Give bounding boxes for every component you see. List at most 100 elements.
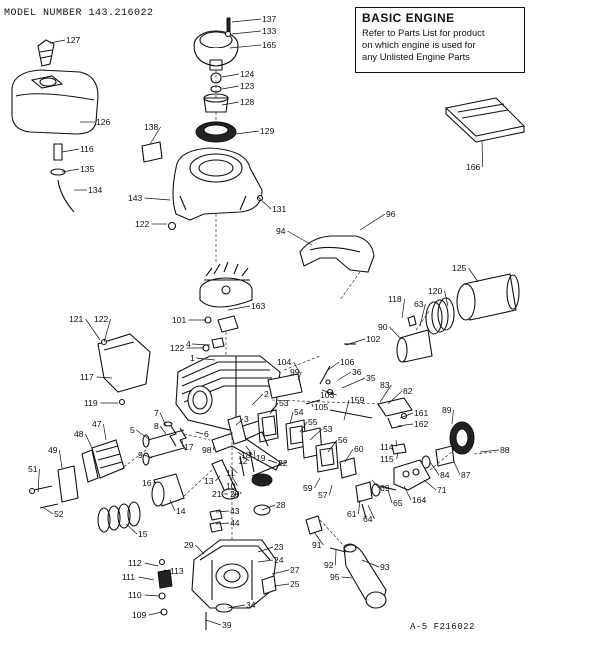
callout-number: 51 — [28, 464, 38, 474]
control-bracket-parts — [377, 397, 413, 429]
callout-165: 165 — [229, 40, 277, 50]
callout-number: 35 — [366, 373, 376, 383]
callout-number: 11 — [226, 468, 235, 478]
callout-number: 47 — [92, 419, 102, 429]
callout-1: 1 — [190, 353, 216, 363]
callout-69: 69 — [371, 479, 390, 493]
callout-17: 17 — [181, 439, 194, 452]
callout-leader — [419, 303, 426, 327]
callout-leader — [231, 18, 262, 23]
callout-number: 162 — [414, 419, 429, 429]
callout-leader — [235, 130, 260, 135]
callout-159: 159 — [343, 395, 365, 421]
callout-leader — [237, 451, 250, 462]
callout-leader — [37, 468, 40, 493]
callout-number: 4 — [186, 339, 191, 349]
fuel-line-parts — [50, 143, 75, 213]
callout-number: 116 — [80, 144, 94, 154]
callout-88: 88 — [479, 445, 510, 455]
callout-number: 94 — [276, 226, 286, 236]
tappet-parts — [209, 504, 271, 533]
note-heading: BASIC ENGINE — [362, 11, 455, 25]
callout-161: 161 — [399, 408, 429, 419]
callout-leader — [85, 433, 93, 449]
callout-leader — [309, 428, 323, 441]
callout-43: 43 — [215, 506, 240, 516]
callout-number: 87 — [461, 470, 471, 480]
callout-number: 59 — [303, 483, 313, 493]
callout-number: 2 — [264, 389, 269, 399]
callout-leader — [195, 544, 205, 555]
callout-34: 34 — [227, 600, 256, 610]
callout-number: 83 — [380, 380, 390, 390]
callout-162: 162 — [397, 419, 429, 429]
callout-leader — [341, 576, 353, 579]
callout-leader — [59, 449, 63, 469]
callout-53: 53 — [269, 398, 289, 415]
assembly-guide-lines — [119, 70, 497, 547]
callout-leader — [85, 318, 101, 341]
cylinder-head-part — [81, 439, 125, 483]
callout-leader — [293, 361, 301, 374]
callout-number: 123 — [240, 81, 255, 91]
callout-92: 92 — [324, 549, 337, 570]
callout-91: 91 — [312, 531, 324, 550]
callout-number: 57 — [318, 490, 328, 500]
callout-65: 65 — [387, 489, 403, 508]
callout-leader — [103, 318, 111, 343]
callout-leader — [389, 326, 401, 339]
muffler-part — [456, 273, 520, 321]
callout-127: 127 — [49, 35, 81, 45]
callout-number: 112 — [128, 558, 142, 568]
callout-number: 92 — [324, 560, 334, 570]
callout-90: 90 — [378, 322, 401, 339]
callout-leader — [444, 290, 449, 307]
callout-49: 49 — [48, 445, 63, 469]
callout-104: 104 — [277, 357, 301, 374]
callout-leader — [451, 409, 454, 425]
callout-leader — [387, 489, 393, 504]
callout-19: 19 — [253, 449, 266, 463]
callout-27: 27 — [271, 565, 300, 575]
callout-number: 69 — [380, 483, 390, 493]
callout-number: 109 — [132, 610, 147, 620]
basic-engine-note: BASIC ENGINE Refer to Parts List for pro… — [355, 7, 525, 73]
callout-number: 96 — [386, 209, 396, 219]
callout-leader — [397, 423, 414, 427]
callout-leader — [221, 101, 240, 106]
callout-number: 89 — [442, 405, 452, 415]
callout-54: 54 — [289, 407, 304, 425]
callout-27: 27 — [259, 478, 272, 488]
callout-135: 135 — [61, 164, 95, 174]
callout-7: 7 — [154, 408, 167, 427]
callout-number: 95 — [330, 572, 340, 582]
callout-leader — [401, 298, 405, 319]
callout-leader — [163, 569, 170, 572]
callout-13: 13 — [204, 475, 221, 486]
callout-number: 14 — [176, 506, 186, 516]
callout-number: 166 — [466, 162, 481, 172]
callout-leader — [396, 451, 399, 460]
callout-leader — [96, 376, 113, 379]
callout-5: 5 — [130, 425, 151, 441]
callout-leader — [231, 475, 238, 487]
callout-36: 36 — [337, 367, 362, 381]
callout-leader — [423, 479, 437, 491]
callout-leader — [327, 361, 340, 371]
callout-105: 105 — [311, 402, 329, 412]
callout-number: 53 — [323, 424, 333, 434]
callout-99: 99 — [290, 367, 302, 381]
callout-leader — [479, 449, 500, 453]
callout-leader — [395, 439, 397, 448]
callout-number: 29 — [184, 540, 194, 550]
callout-106: 106 — [327, 357, 355, 371]
air-filter-part — [444, 97, 526, 143]
callout-number: 63 — [414, 299, 424, 309]
callout-164: 164 — [403, 485, 427, 505]
callout-leader — [261, 504, 276, 511]
callout-98: 98 — [202, 445, 215, 455]
callout-leader — [239, 491, 242, 495]
callout-leader — [144, 562, 159, 567]
callout-number: 65 — [393, 498, 403, 508]
callout-111: 111 — [122, 572, 155, 582]
